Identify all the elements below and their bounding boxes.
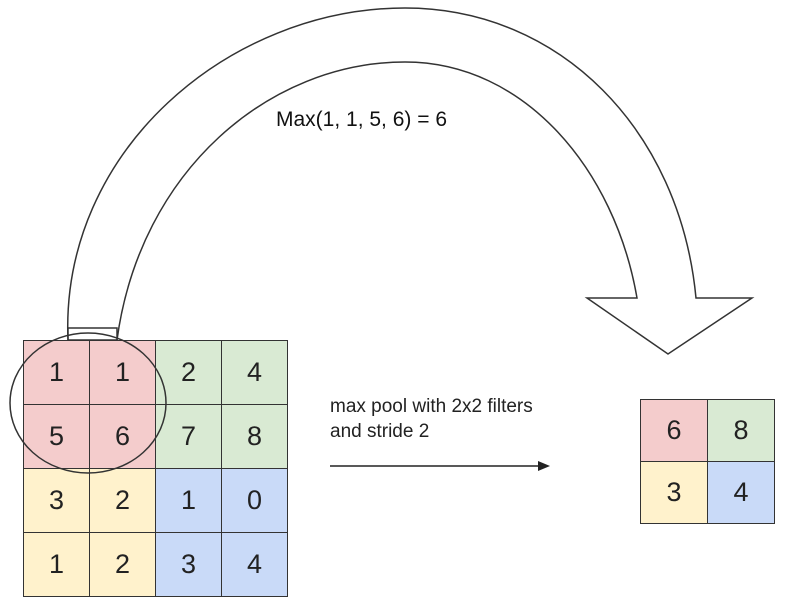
input-matrix-cell: 1 [24,341,90,405]
output-matrix-cell: 3 [641,462,708,524]
input-matrix-cell: 7 [156,405,222,469]
max-formula: Max(1, 1, 5, 6) = 6 [276,108,447,131]
input-matrix-cell: 8 [222,405,288,469]
input-matrix-cell: 4 [222,341,288,405]
curved-arrow [67,7,755,355]
input-matrix-cell: 3 [24,469,90,533]
output-matrix-cell: 4 [708,462,775,524]
caption-line-2: and stride 2 [330,421,430,442]
input-matrix-cell: 2 [156,341,222,405]
output-matrix-cell: 8 [708,400,775,462]
caption: max pool with 2x2 filters and stride 2 [330,394,620,444]
caption-line-1: max pool with 2x2 filters [330,396,533,417]
output-matrix-cell: 6 [641,400,708,462]
input-matrix-cell: 5 [24,405,90,469]
input-matrix-cell: 0 [222,469,288,533]
input-matrix-cell: 1 [24,533,90,597]
input-matrix-cell: 4 [222,533,288,597]
input-matrix-cell: 3 [156,533,222,597]
input-matrix-cell: 2 [90,533,156,597]
input-matrix-cell: 2 [90,469,156,533]
input-matrix-cell: 6 [90,405,156,469]
input-matrix-cell: 1 [90,341,156,405]
input-matrix-cell: 1 [156,469,222,533]
